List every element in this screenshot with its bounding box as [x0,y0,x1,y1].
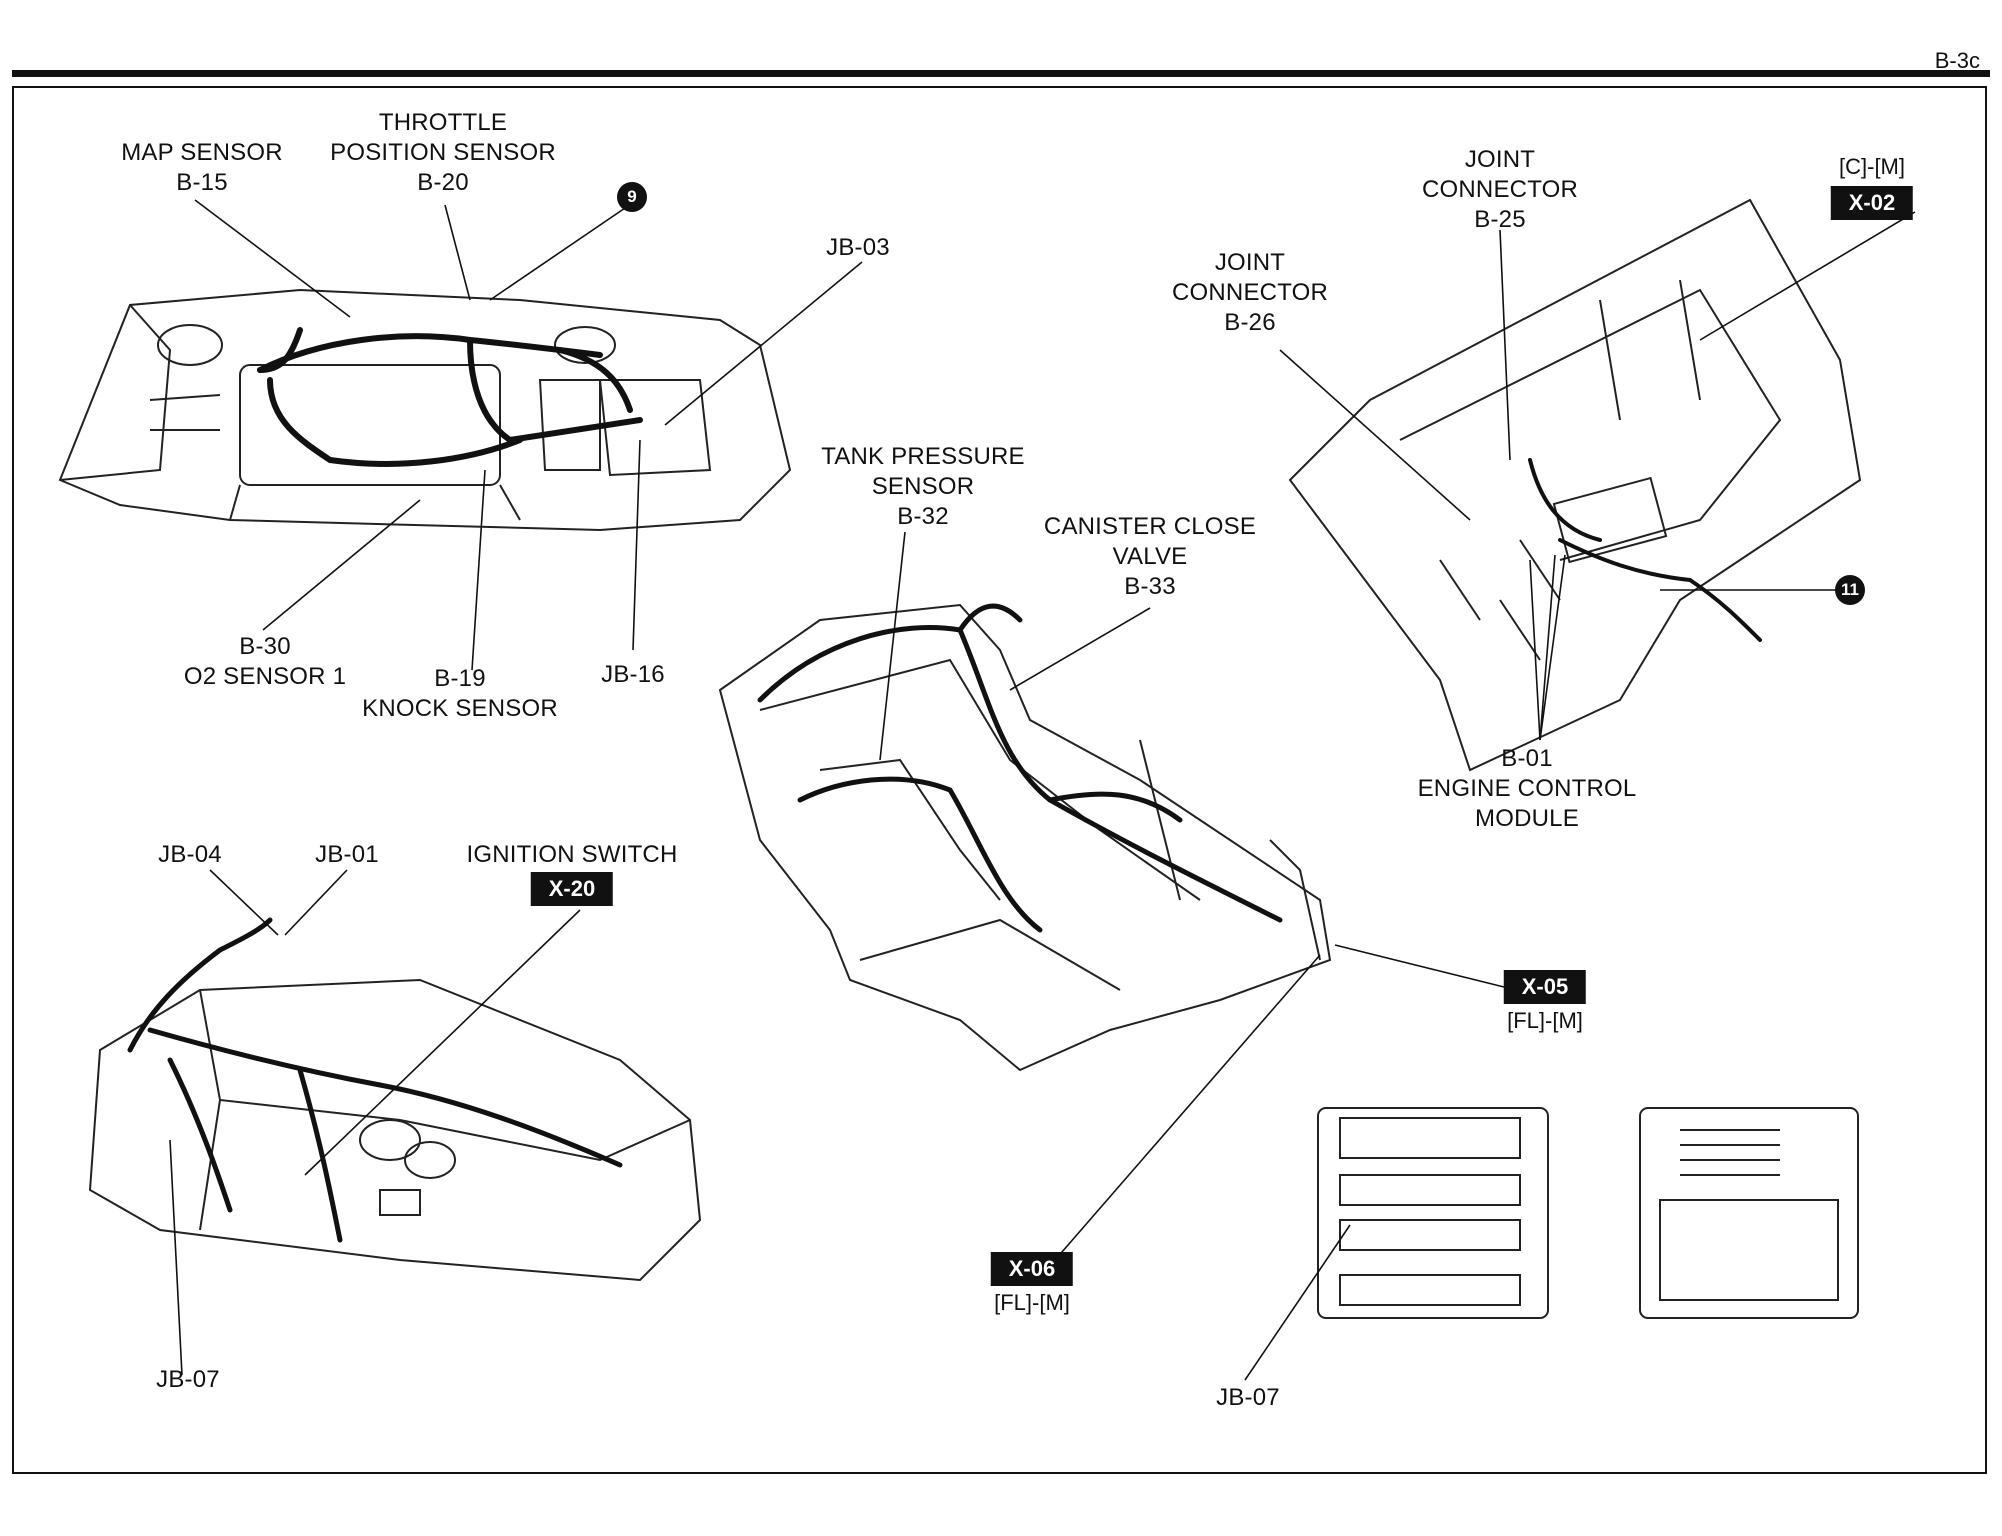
underbody-illustration [718,603,1332,1072]
jb16-label: JB-16 [601,661,665,688]
canister-close-valve-label: CANISTER CLOSE VALVE B-33 [1043,513,1257,600]
leader-lines [169,199,1916,1381]
floor-harness [1528,458,1762,642]
underbody-harness [757,603,1283,933]
callout-11: 11 [1835,575,1865,605]
floor-ecm-illustration [1288,198,1862,772]
x05-location: [FL]-[M] [1507,1008,1583,1033]
jb07-left-label: JB-07 [156,1366,220,1393]
jb04-label: JB-04 [158,841,222,868]
knock-sensor-label: B-19 KNOCK SENSOR [362,665,558,722]
map-sensor-label: MAP SENSOR B-15 [121,139,283,196]
instrument-panel-illustration [88,978,702,1282]
x06-location: [FL]-[M] [994,1290,1070,1315]
callout-9: 9 [617,182,647,212]
junction-box-front [1317,1107,1549,1319]
ignition-switch-label: IGNITION SWITCH [466,841,678,868]
diagram-frame [12,86,1987,1474]
o2-sensor-label: B-30 O2 SENSOR 1 [183,633,347,690]
tank-pressure-sensor-label: TANK PRESSURE SENSOR B-32 [821,443,1025,530]
x06-connector-tag: X-06 [990,1252,1074,1286]
header-rule [12,70,1990,77]
x02-connector-tag: X-02 [1830,186,1914,220]
engine-harness [257,327,643,467]
jb03-label: JB-03 [826,234,890,261]
x05-connector-tag: X-05 [1503,970,1587,1004]
jb01-label: JB-01 [315,841,379,868]
engine-compartment-illustration [58,288,792,532]
x02-location: [C]-[M] [1839,154,1905,179]
joint-connector-b26-label: JOINT CONNECTOR B-26 [1171,249,1329,336]
junction-box-rear [1639,1107,1859,1319]
jb07-right-label: JB-07 [1216,1384,1280,1411]
panel-harness [127,917,623,1243]
joint-connector-b25-label: JOINT CONNECTOR B-25 [1421,146,1579,233]
throttle-position-sensor-label: THROTTLE POSITION SENSOR B-20 [330,109,556,196]
page-reference: B-3c [1934,48,1980,73]
engine-control-module-label: B-01 ENGINE CONTROL MODULE [1417,745,1637,832]
x20-connector-tag: X-20 [530,872,614,906]
